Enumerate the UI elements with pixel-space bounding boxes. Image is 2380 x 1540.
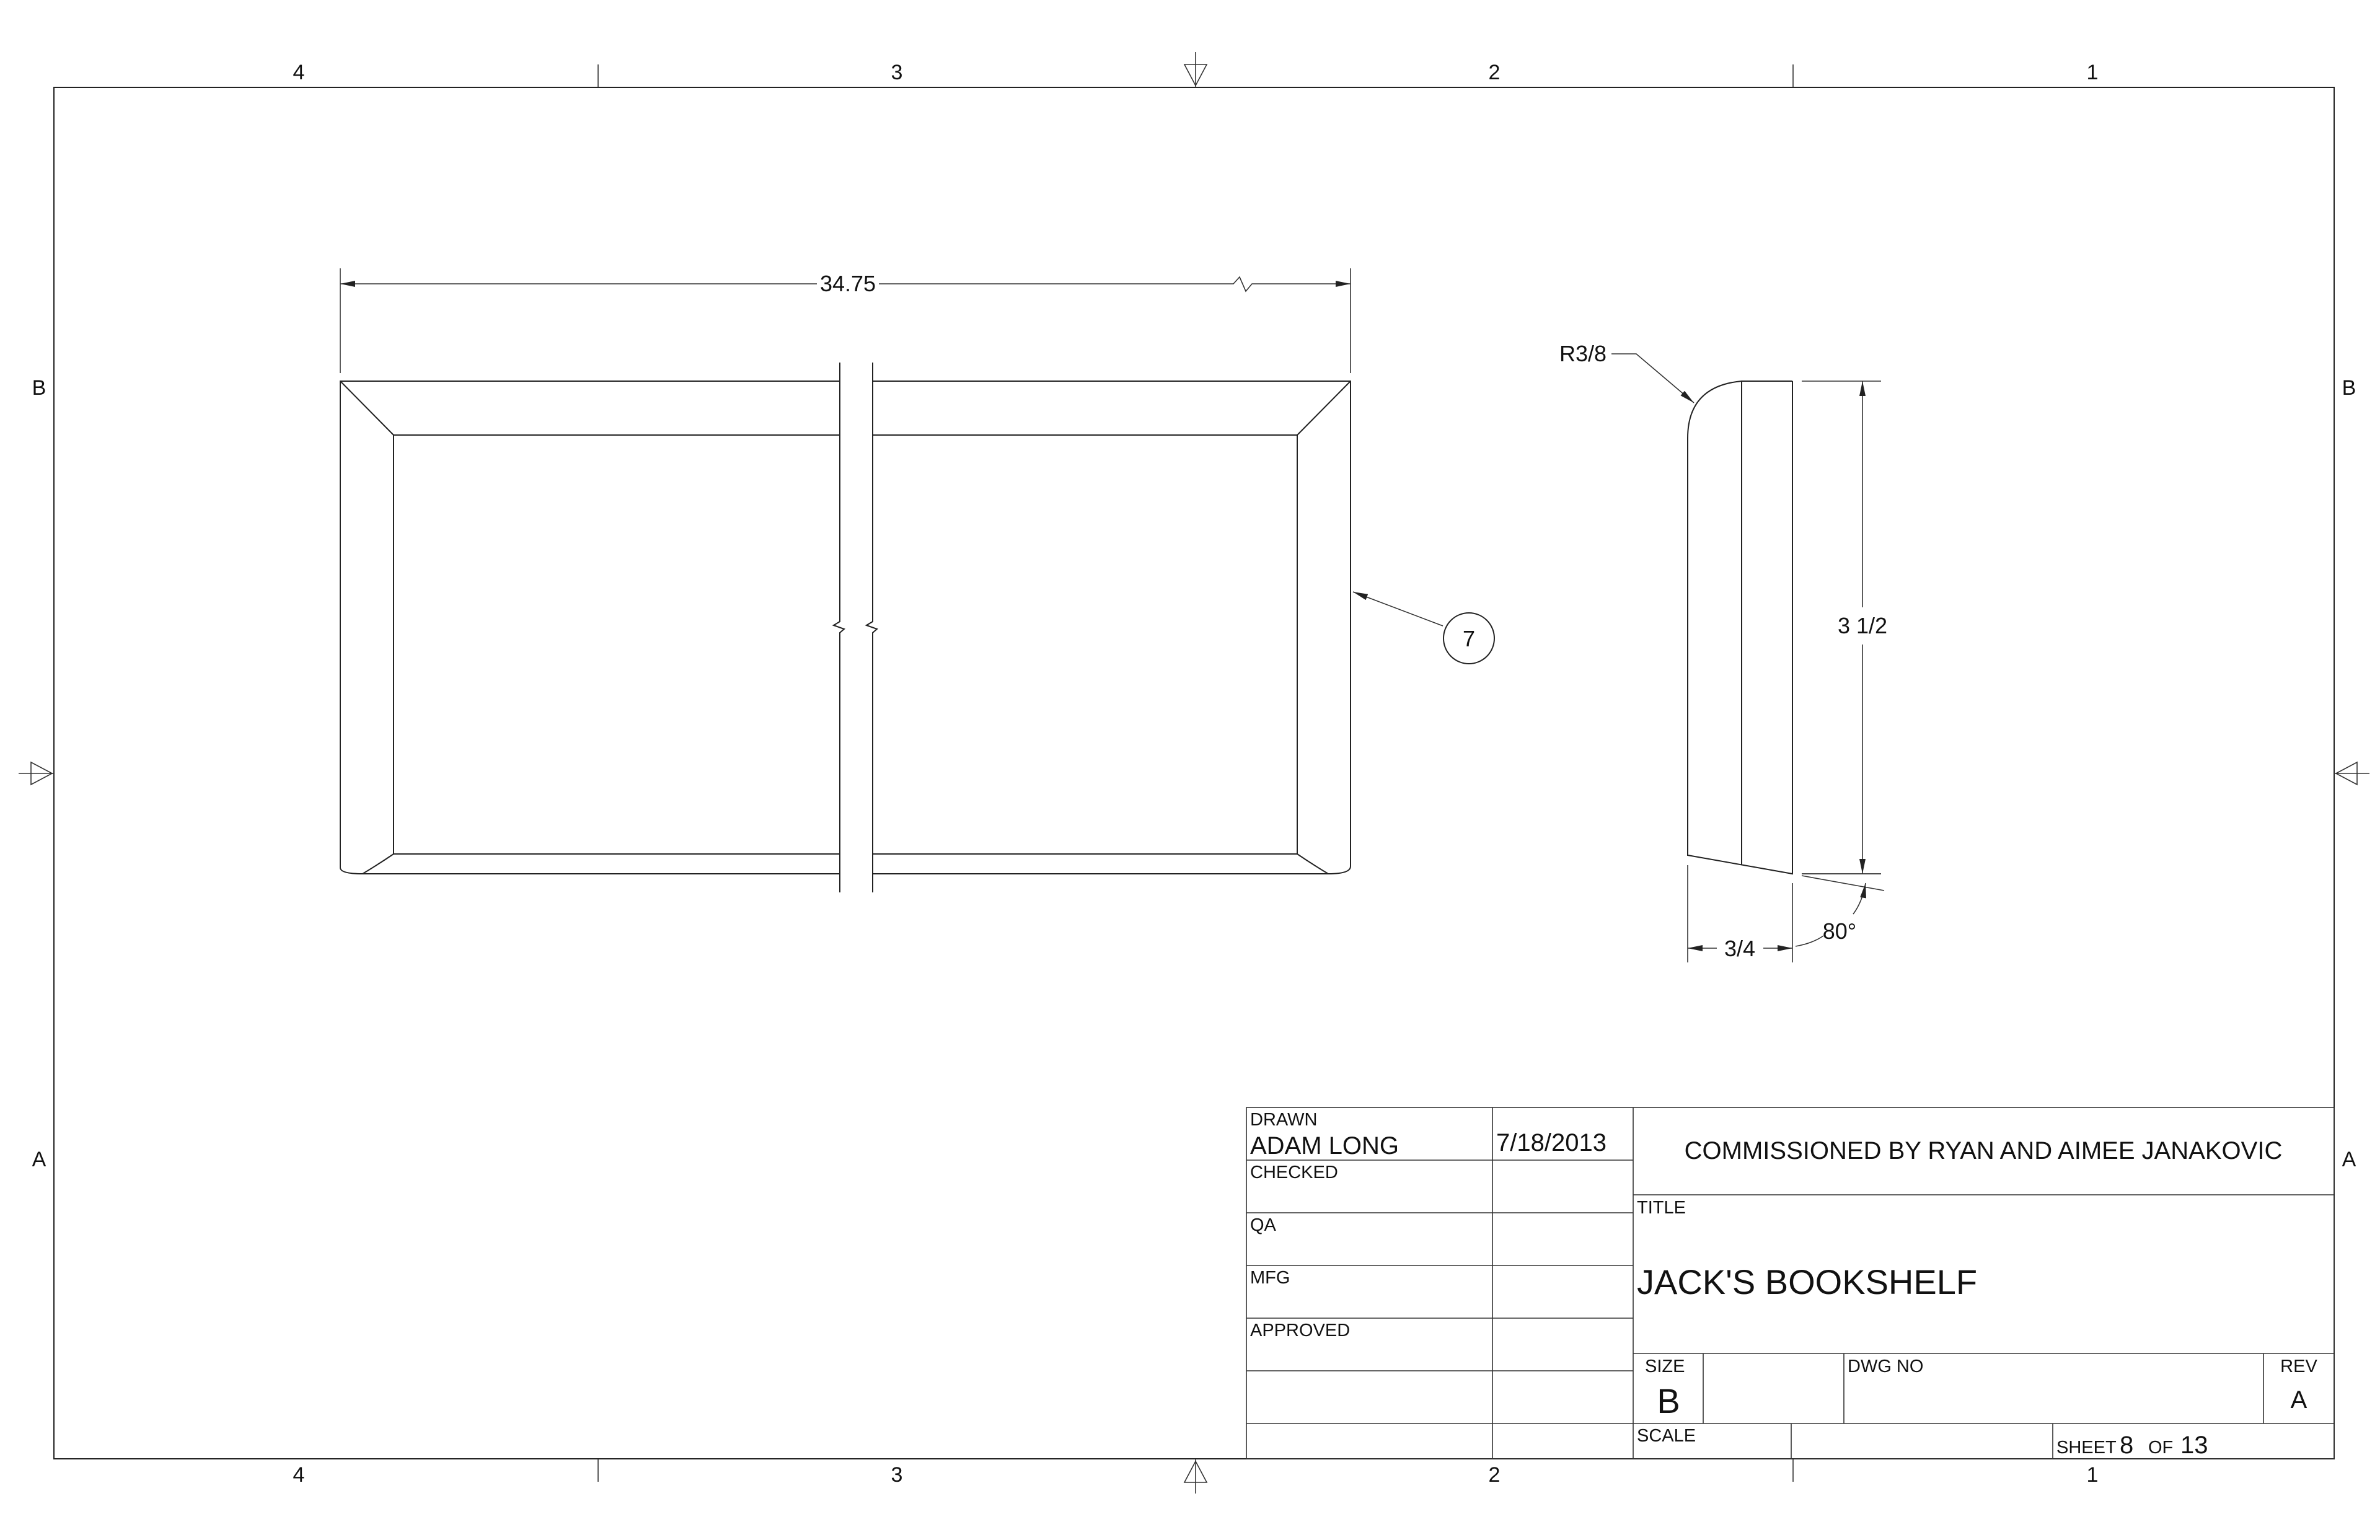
zone-row-b-left: B bbox=[32, 376, 46, 400]
dim-radius bbox=[1611, 353, 1695, 403]
zone-row-a-left: A bbox=[32, 1148, 46, 1171]
dim-thickness bbox=[1687, 865, 1793, 962]
zone-col-2-top: 2 bbox=[1489, 61, 1501, 84]
qa-label: QA bbox=[1250, 1215, 1277, 1235]
dim-radius-label: R3/8 bbox=[1559, 341, 1606, 366]
dim-overall-length bbox=[340, 268, 1351, 373]
sheet-of-label: OF bbox=[2148, 1438, 2173, 1458]
zone-row-a-right: A bbox=[2342, 1148, 2356, 1171]
centering-marks bbox=[19, 52, 2369, 1494]
size-label: SIZE bbox=[1645, 1357, 1685, 1376]
title-label: TITLE bbox=[1637, 1198, 1686, 1218]
zone-row-b-right: B bbox=[2342, 376, 2356, 400]
zone-ticks bbox=[597, 64, 1794, 1482]
mfg-label: MFG bbox=[1250, 1268, 1290, 1288]
commissioned-text: COMMISSIONED BY RYAN AND AIMEE JANAKOVIC bbox=[1685, 1137, 2283, 1164]
zone-col-3-bottom: 3 bbox=[891, 1463, 903, 1487]
sheet-number: 8 bbox=[2120, 1432, 2133, 1459]
size-value: B bbox=[1657, 1381, 1680, 1420]
approved-label: APPROVED bbox=[1250, 1321, 1350, 1340]
title-block bbox=[1246, 1107, 2335, 1459]
drawn-by-value: ADAM LONG bbox=[1250, 1132, 1399, 1159]
rev-value: A bbox=[2291, 1386, 2307, 1414]
zone-col-2-bottom: 2 bbox=[1489, 1463, 1501, 1487]
dim-overall-length-label: 34.75 bbox=[820, 271, 876, 296]
zone-col-1-top: 1 bbox=[2087, 61, 2099, 84]
drawn-label: DRAWN bbox=[1250, 1110, 1317, 1130]
sheet-border bbox=[53, 87, 2335, 1459]
zone-col-3-top: 3 bbox=[891, 61, 903, 84]
dim-height-label: 3 1/2 bbox=[1838, 613, 1887, 638]
drawn-date-value: 7/18/2013 bbox=[1496, 1129, 1606, 1156]
checked-label: CHECKED bbox=[1250, 1163, 1338, 1182]
item-balloon bbox=[1443, 612, 1495, 664]
dim-angle bbox=[1795, 873, 1885, 947]
front-view bbox=[340, 363, 1351, 892]
sheet-label: SHEET bbox=[2056, 1438, 2117, 1458]
dwg-no-label: DWG NO bbox=[1848, 1357, 1923, 1376]
scale-label: SCALE bbox=[1637, 1426, 1696, 1446]
zone-col-1-bottom: 1 bbox=[2087, 1463, 2099, 1487]
sheet-total: 13 bbox=[2180, 1432, 2208, 1459]
dim-thickness-label: 3/4 bbox=[1724, 936, 1755, 961]
zone-col-4-bottom: 4 bbox=[293, 1463, 305, 1487]
side-view bbox=[1687, 381, 1793, 875]
dim-angle-label: 80° bbox=[1823, 918, 1856, 944]
rev-label: REV bbox=[2280, 1357, 2317, 1376]
item-balloon-number: 7 bbox=[1463, 626, 1475, 651]
zone-col-4-top: 4 bbox=[293, 61, 305, 84]
balloon-leader bbox=[1352, 591, 1495, 664]
drawing-title: JACK'S BOOKSHELF bbox=[1637, 1262, 1977, 1301]
